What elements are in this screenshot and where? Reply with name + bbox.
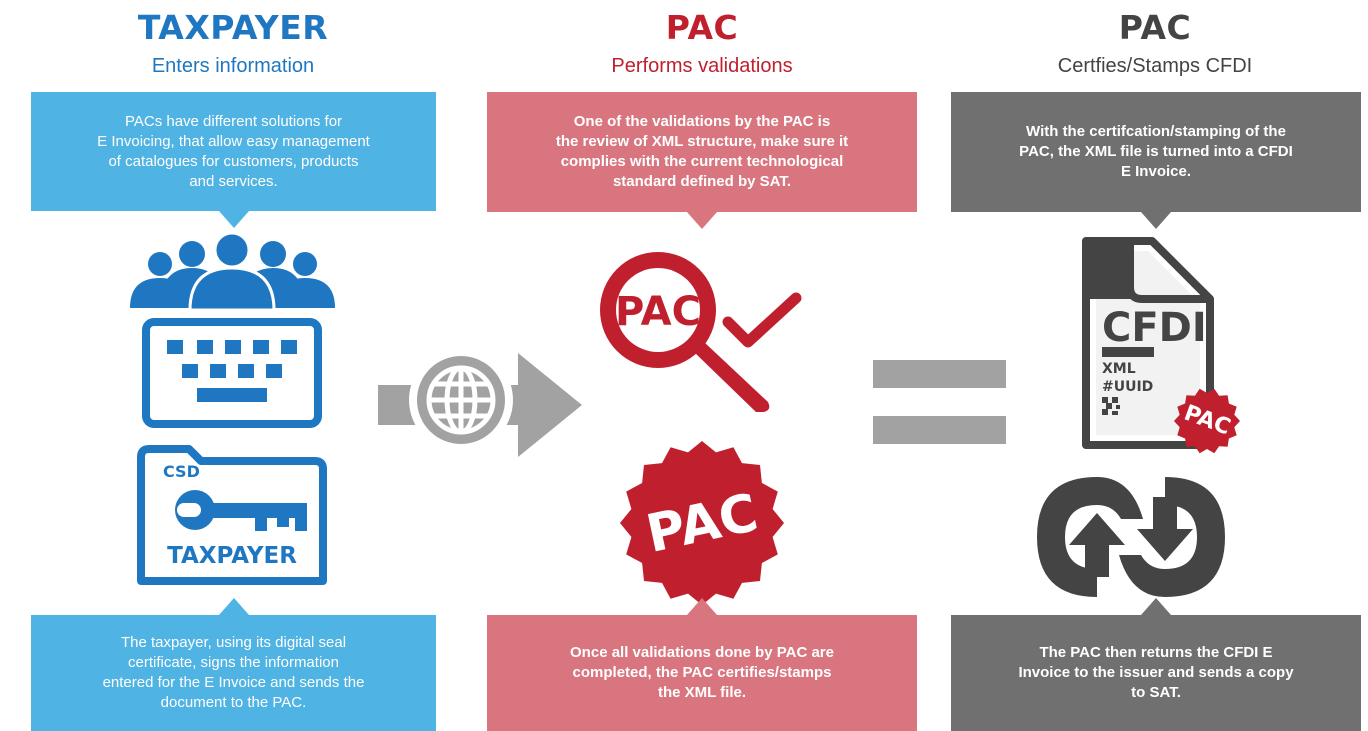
pac-validations-subtitle: Performs validations <box>611 55 793 77</box>
pac-certifies-top-pointer <box>1141 212 1171 229</box>
pac-validations-top-box: One of the validations by the PAC is the… <box>487 92 917 212</box>
qr-code-icon <box>1102 397 1120 415</box>
taxpayer-top-pointer <box>219 211 249 228</box>
equals-bar-top <box>873 360 1006 388</box>
keyboard-icon <box>142 318 322 428</box>
folder-caption: TAXPAYER <box>167 543 297 569</box>
pac-certifies-bottom-pointer <box>1141 598 1171 615</box>
taxpayer-title: TAXPAYER <box>137 8 329 47</box>
pac-validations-bottom-box: Once all validations done by PAC are com… <box>487 615 917 731</box>
document-icon: CFDI XML #UUID PAC <box>1082 237 1240 454</box>
doc-line2: #UUID <box>1102 379 1153 395</box>
folder-label: CSD <box>163 462 200 481</box>
folder-key-icon: CSD TAXPAYER <box>137 445 327 585</box>
users-icon <box>130 231 335 312</box>
taxpayer-subtitle: Enters information <box>151 55 315 77</box>
seal-icon: PAC <box>620 441 784 605</box>
equals-bar-bottom <box>873 416 1006 444</box>
magnifier-check-icon: PAC <box>600 252 802 412</box>
doc-title: CFDI <box>1102 305 1207 351</box>
doc-line1: XML <box>1102 361 1136 377</box>
pac-certifies-bottom-box: The PAC then returns the CFDI E Invoice … <box>951 615 1361 731</box>
pac-validations-bottom-pointer <box>687 598 717 615</box>
taxpayer-bottom-pointer <box>219 598 249 615</box>
pac-validations-top-pointer <box>687 212 717 229</box>
magnifier-label: PAC <box>615 289 701 335</box>
pac-certifies-title: PAC <box>1118 8 1192 47</box>
pac-validations-title: PAC <box>665 8 739 47</box>
taxpayer-bottom-box: The taxpayer, using its digital seal cer… <box>31 615 436 731</box>
pac-certifies-subtitle: Certfies/Stamps CFDI <box>1057 55 1253 77</box>
taxpayer-top-box: PACs have different solutions for E Invo… <box>31 92 436 211</box>
cycle-arrows-icon <box>1037 477 1225 597</box>
pac-certifies-top-box: With the certifcation/stamping of the PA… <box>951 92 1361 212</box>
globe-icon <box>409 348 513 452</box>
